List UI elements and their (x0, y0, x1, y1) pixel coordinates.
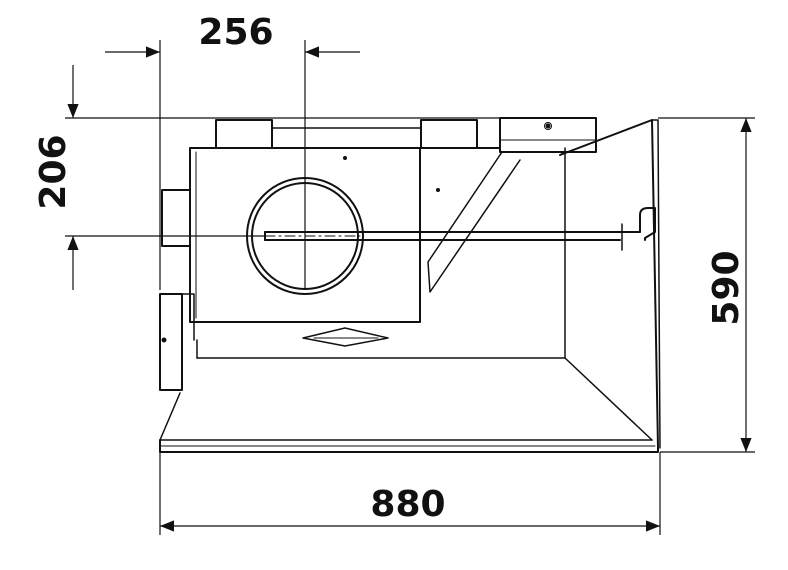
control-strip (159, 293, 195, 391)
dim-880-label: 880 (370, 484, 445, 525)
control-rod (264, 207, 656, 251)
hood-outline (159, 119, 661, 453)
dim-206-label: 206 (33, 134, 74, 209)
diagonal-support (427, 151, 521, 293)
top-outlet-left (215, 119, 273, 149)
side-outlet (161, 189, 191, 247)
rivets (161, 123, 551, 343)
top-bracket (499, 117, 597, 156)
dim-206-line (65, 65, 500, 290)
dim-590-label: 590 (706, 250, 747, 325)
airflow-arrow (302, 327, 389, 347)
dim-256-line (105, 40, 360, 290)
fan-box (189, 147, 501, 323)
rivet-ring (544, 122, 552, 130)
dim-590-line (658, 117, 755, 453)
top-outlet-right (420, 119, 478, 149)
dim-880-line (159, 452, 661, 535)
dim-256-label: 256 (198, 12, 273, 53)
